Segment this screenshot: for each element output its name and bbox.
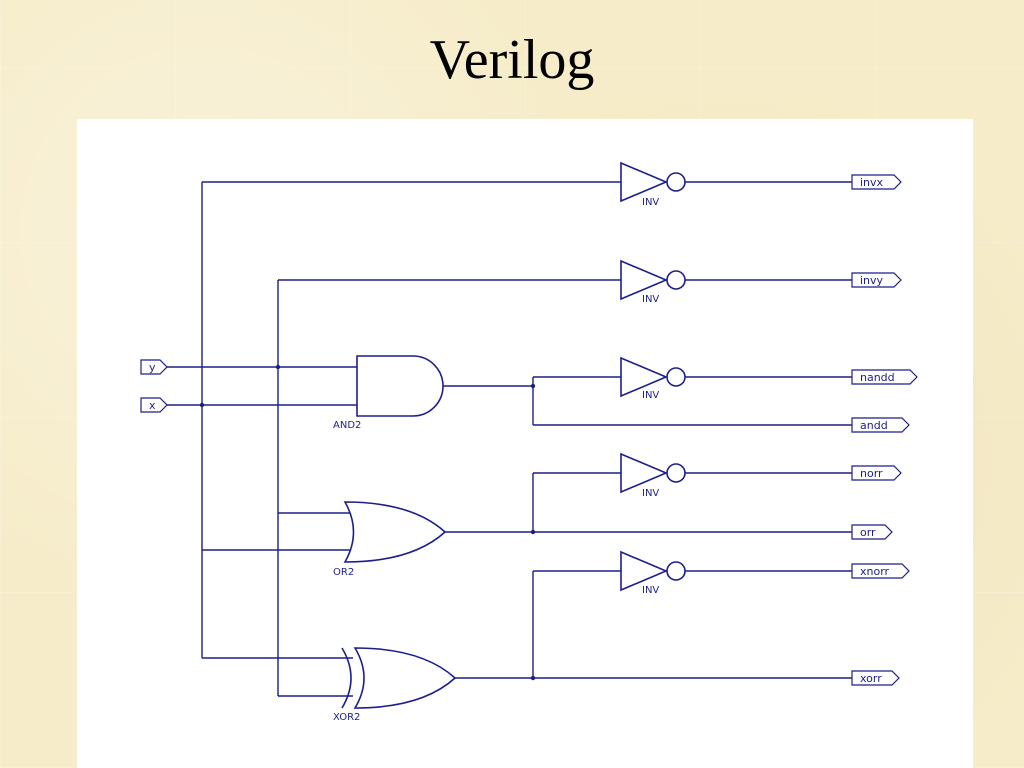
and2-gate: AND2 [333, 355, 444, 431]
svg-text:OR2: OR2 [333, 567, 354, 578]
slide-title: Verilog [429, 29, 595, 91]
output-port-xorr: xorr [851, 670, 900, 686]
svg-text:INV: INV [642, 585, 659, 596]
schematic-diagram: y x INV [77, 119, 973, 768]
svg-text:x: x [149, 399, 156, 412]
svg-text:AND2: AND2 [333, 420, 361, 431]
inv-gate-norr: INV [620, 452, 686, 499]
svg-text:INV: INV [642, 390, 659, 401]
input-wires [167, 181, 621, 697]
inv-gate-invx: INV [620, 161, 686, 208]
output-port-invx: invx [851, 174, 902, 190]
svg-text:andd: andd [860, 419, 888, 432]
svg-text:xorr: xorr [860, 672, 882, 685]
svg-text:XOR2: XOR2 [333, 712, 360, 723]
or2-gate: OR2 [333, 501, 447, 578]
output-port-nandd: nandd [851, 369, 918, 385]
input-port-y: y [140, 359, 168, 375]
xor2-gate: XOR2 [333, 647, 457, 723]
output-port-xnorr: xnorr [851, 563, 910, 579]
svg-text:invy: invy [860, 274, 884, 287]
inv-gate-invy: INV [620, 259, 686, 305]
output-port-norr: norr [851, 465, 902, 481]
svg-text:y: y [149, 361, 156, 374]
svg-text:orr: orr [860, 526, 876, 539]
svg-text:norr: norr [860, 467, 883, 480]
svg-text:xnorr: xnorr [860, 565, 890, 578]
output-port-andd: andd [851, 417, 910, 433]
svg-text:INV: INV [642, 294, 659, 305]
input-port-x: x [140, 397, 168, 413]
svg-text:INV: INV [642, 197, 659, 208]
svg-text:INV: INV [642, 488, 659, 499]
inv-gate-xnorr: INV [620, 550, 686, 596]
inv-gate-nandd: INV [620, 356, 686, 401]
svg-text:invx: invx [860, 176, 884, 189]
output-port-orr: orr [851, 524, 893, 540]
svg-text:nandd: nandd [860, 371, 895, 384]
output-port-invy: invy [851, 272, 902, 288]
